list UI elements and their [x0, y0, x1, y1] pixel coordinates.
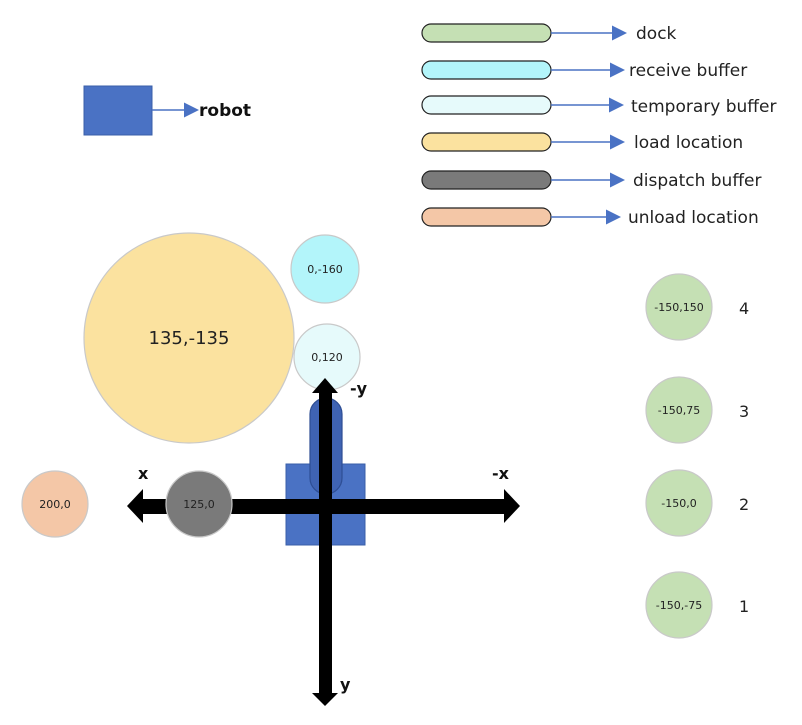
- dispatch-buffer-coord: 125,0: [183, 498, 215, 511]
- dock-circle: [645, 469, 713, 537]
- load-location-legend-label: load location: [634, 133, 743, 153]
- dock-coord: -150,0: [661, 497, 696, 510]
- dock-2: -150,0 2: [645, 469, 749, 537]
- legend-unload-location: unload location: [421, 207, 759, 228]
- load-location-swatch: [421, 132, 552, 152]
- x-axis-arrowhead: [127, 489, 143, 523]
- dock-number: 4: [739, 299, 749, 318]
- dock-coord: -150,-75: [656, 599, 702, 612]
- dock-circle: [645, 376, 713, 444]
- dispatch-buffer-swatch: [421, 170, 552, 190]
- receive-buffer-circle: [290, 234, 360, 304]
- unload-location-coord: 200,0: [39, 498, 71, 511]
- dock-swatch: [421, 23, 552, 43]
- load-location-coord: 135,-135: [149, 328, 230, 349]
- legend-receive-buffer: receive buffer: [421, 60, 747, 81]
- dock-number: 3: [739, 402, 749, 421]
- y-axis-shaft: [319, 390, 332, 695]
- robot-legend-label: robot: [199, 101, 251, 121]
- robot-legend-swatch: [83, 85, 153, 136]
- legend-dispatch-buffer: dispatch buffer: [421, 170, 762, 191]
- temporary-buffer-legend-label: temporary buffer: [631, 97, 776, 117]
- y-axis-arrowhead: [312, 693, 338, 706]
- receive-buffer-legend-label: receive buffer: [629, 61, 747, 81]
- dock-3: -150,75 3: [645, 376, 749, 444]
- dock-number: 1: [739, 597, 749, 616]
- dispatch-buffer-legend-label: dispatch buffer: [633, 171, 762, 191]
- dock-legend-label: dock: [636, 24, 677, 44]
- temporary-buffer-coord: 0,120: [311, 351, 343, 364]
- unload-location-swatch: [421, 207, 552, 227]
- y-axis: [312, 378, 338, 706]
- neg-x-axis-label: -x: [492, 464, 510, 483]
- neg-y-axis-arrowhead: [312, 378, 338, 393]
- receive-buffer-coord: 0,-160: [307, 263, 342, 276]
- neg-x-axis-arrowhead: [504, 489, 520, 523]
- y-axis-label: y: [340, 675, 351, 694]
- dock-1: -150,-75 1: [645, 571, 749, 639]
- unload-location-legend-label: unload location: [628, 208, 759, 228]
- legend-dock: dock: [421, 23, 677, 44]
- dock-circle: [645, 273, 713, 341]
- dock-circle: [645, 571, 713, 639]
- dispatch-buffer-circle: [165, 470, 233, 538]
- dock-coord: -150,150: [654, 301, 703, 314]
- dock-coord: -150,75: [658, 404, 700, 417]
- x-axis-label: x: [138, 464, 149, 483]
- load-location-circle: [83, 232, 295, 444]
- legend-temporary-buffer: temporary buffer: [421, 95, 776, 117]
- dock-number: 2: [739, 495, 749, 514]
- legend-load-location: load location: [421, 132, 743, 153]
- unload-location-circle: [21, 470, 89, 538]
- temporary-buffer-swatch: [421, 95, 552, 115]
- neg-y-axis-label: -y: [350, 379, 368, 398]
- receive-buffer-swatch: [421, 60, 552, 80]
- dock-4: -150,150 4: [645, 273, 749, 341]
